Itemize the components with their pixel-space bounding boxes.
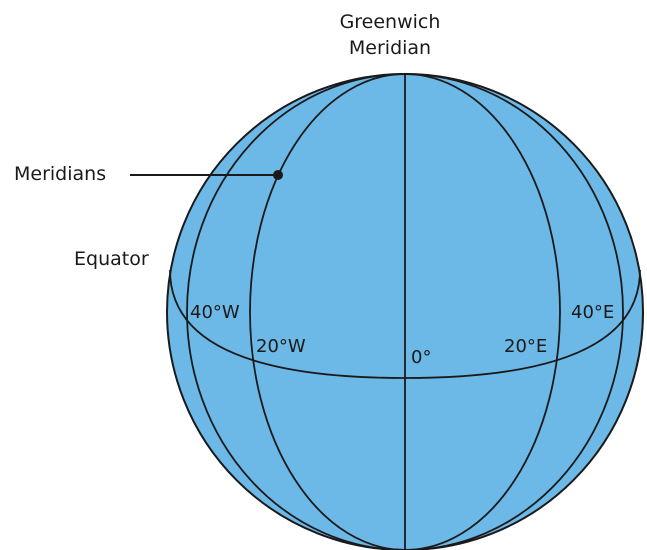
longitude-label-40e: 40°E [571,302,614,323]
equator-label: Equator [74,248,149,270]
meridians-label: Meridians [14,163,106,185]
longitude-label-20w: 20°W [256,336,306,357]
longitude-label-20e: 20°E [504,336,547,357]
longitude-label-40w: 40°W [190,302,240,323]
greenwich-label-line2: Meridian [349,37,431,59]
greenwich-label-line1: Greenwich [340,11,441,33]
equator-line [169,269,641,379]
meridians-pointer-dot [273,170,283,180]
longitude-label-0: 0° [411,347,431,368]
